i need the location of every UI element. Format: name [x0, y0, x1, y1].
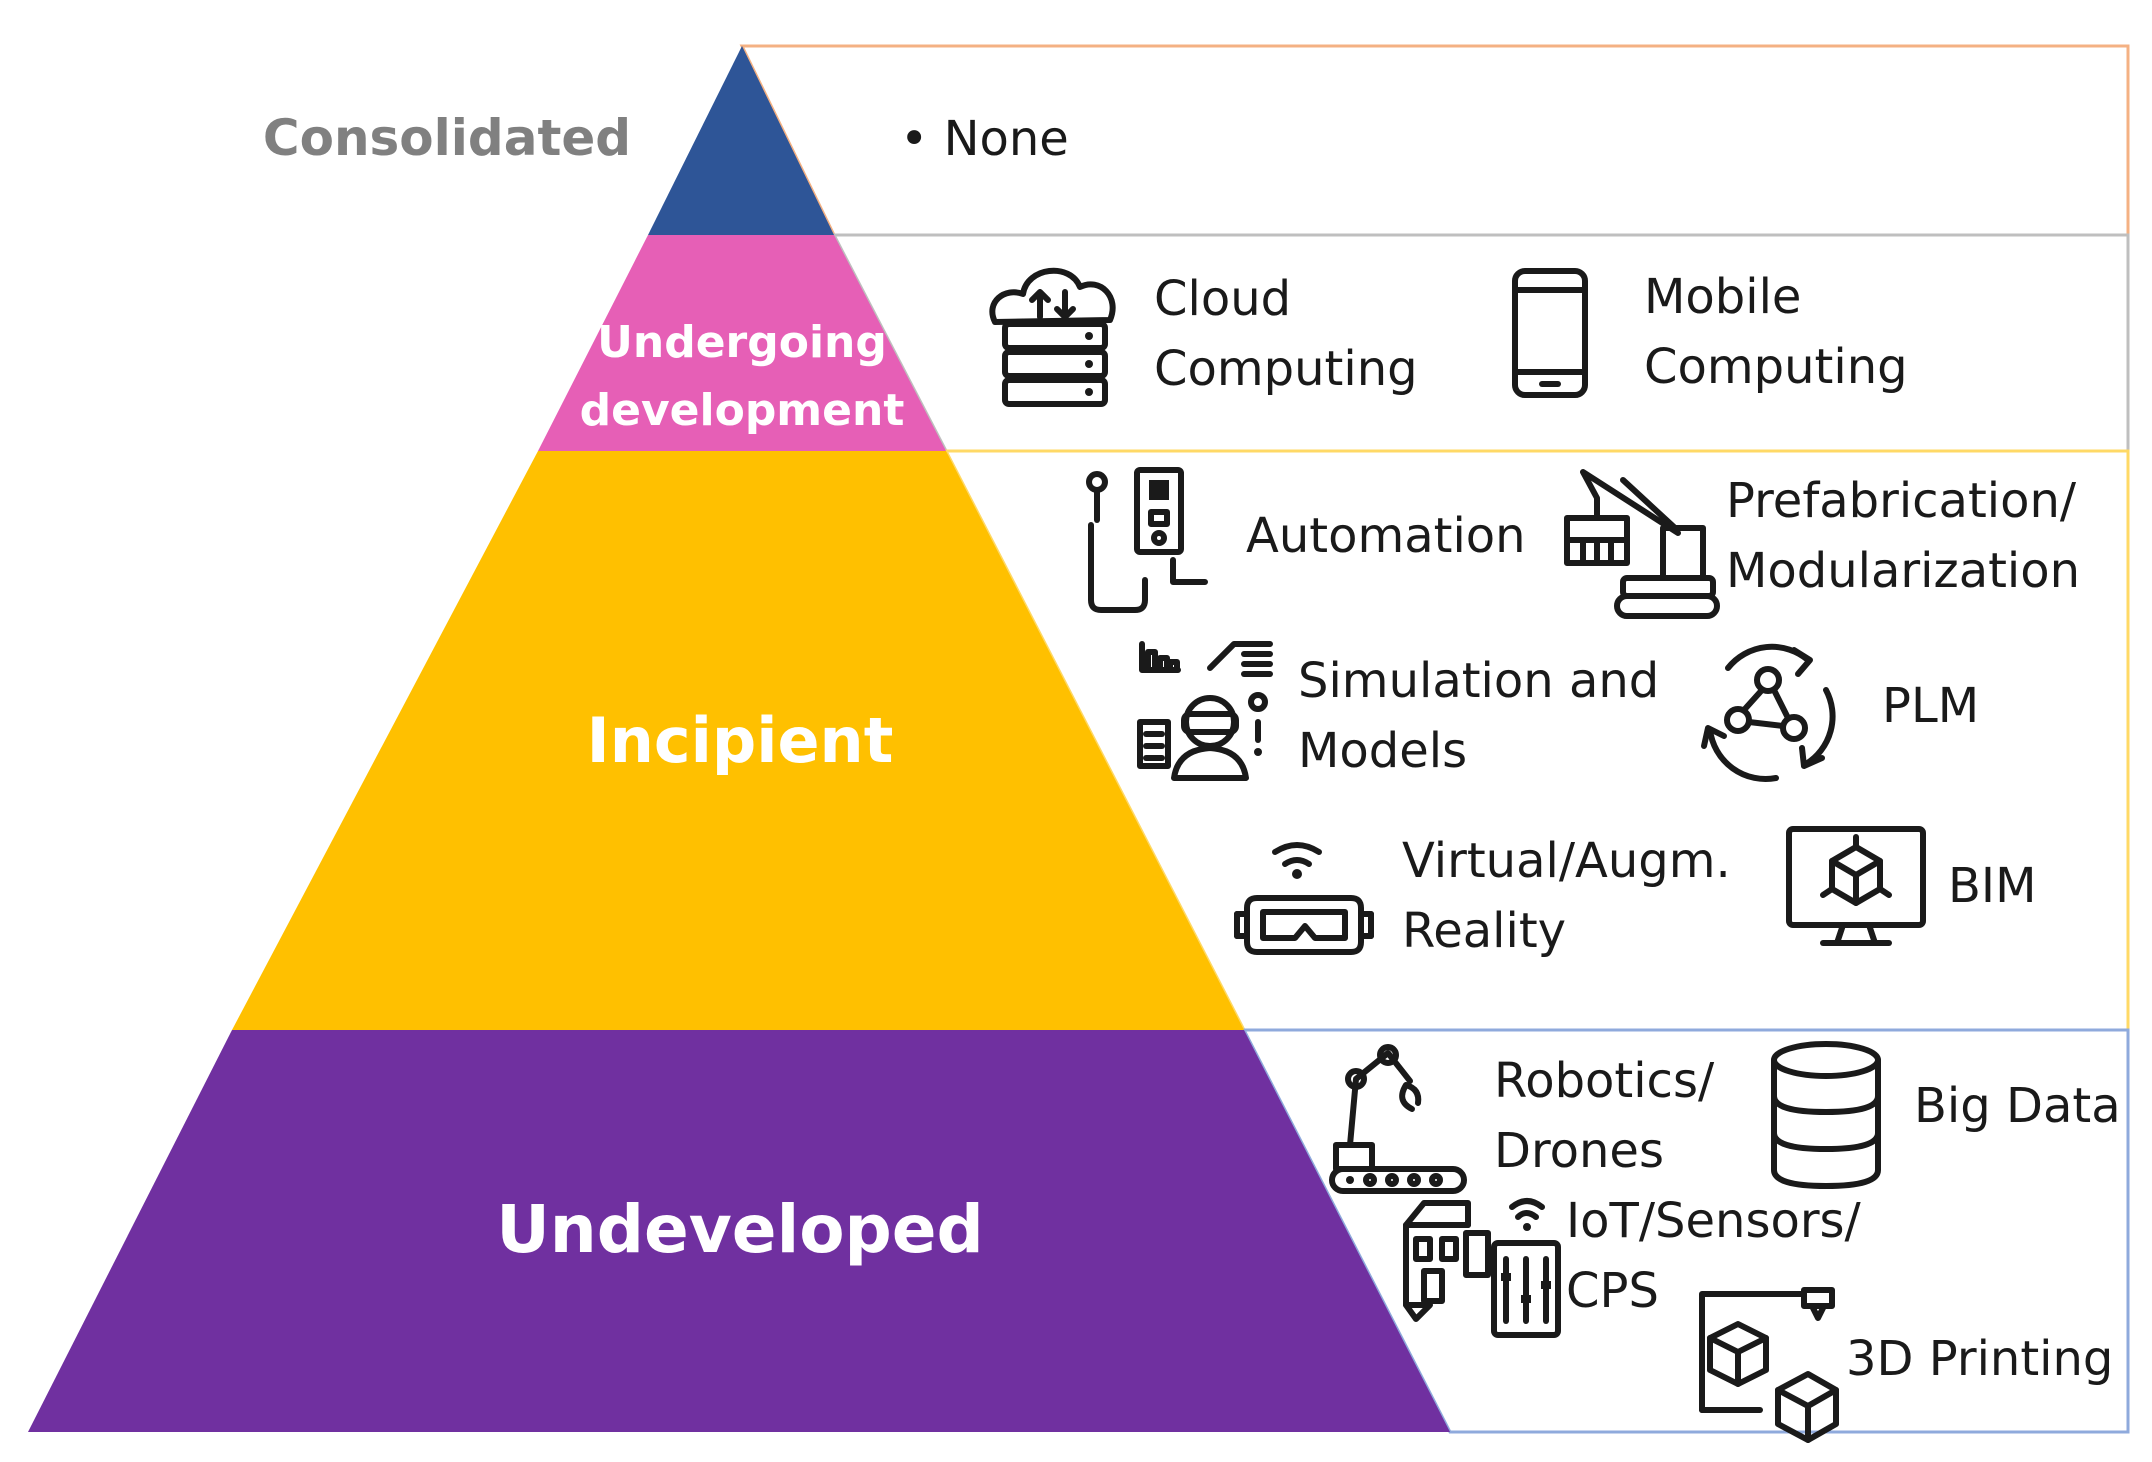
iot-building-sensor-icon [1403, 1198, 1561, 1338]
label-incipient: Incipient [587, 704, 894, 777]
item-mobile-line1: Mobile [1644, 269, 1801, 325]
smartphone-icon [1512, 268, 1588, 398]
pyramid-tier-undeveloped [28, 1030, 1450, 1432]
label-undergoing-line1: Undergoing [597, 317, 887, 368]
item-printing: 3D Printing [1846, 1331, 2113, 1387]
undergoing-box [831, 233, 2130, 453]
label-consolidated: Consolidated [263, 109, 631, 167]
item-iot-line1: IoT/Sensors/ [1566, 1193, 1862, 1249]
simulation-vr-user-icon [1137, 641, 1273, 781]
item-prefab-line2: Modularization [1726, 543, 2080, 599]
bim-monitor-cube-icon [1786, 826, 1926, 946]
item-bim: BIM [1948, 858, 2037, 914]
3d-printer-icon [1699, 1287, 1839, 1443]
plm-cycle-icon [1701, 643, 1836, 782]
item-bigdata: Big Data [1914, 1078, 2121, 1134]
item-cloud-line1: Cloud [1154, 271, 1291, 327]
item-robotics-line2: Drones [1494, 1123, 1664, 1179]
label-undeveloped: Undeveloped [496, 1191, 984, 1268]
item-sim-line1: Simulation and [1298, 653, 1659, 709]
item-cloud-line2: Computing [1154, 341, 1418, 397]
item-robotics-line1: Robotics/ [1494, 1053, 1715, 1109]
pyramid-tier-consolidated [648, 46, 834, 235]
robot-arm-icon [1329, 1044, 1467, 1194]
item-automation: Automation [1246, 508, 1526, 564]
automation-panel-icon [1086, 467, 1208, 613]
pyramid-tier-undergoing [538, 235, 946, 451]
item-prefab-line1: Prefabrication/ [1726, 473, 2077, 529]
item-plm: PLM [1882, 678, 1979, 734]
vr-headset-icon [1234, 842, 1374, 955]
item-none: • None [900, 111, 1069, 167]
item-mobile-line2: Computing [1644, 339, 1908, 395]
label-undergoing-line2: development [580, 385, 905, 436]
database-icon [1771, 1041, 1881, 1189]
cloud-server-icon [989, 267, 1116, 407]
item-iot-line2: CPS [1566, 1263, 1659, 1319]
item-vr-line1: Virtual/Augm. [1402, 833, 1731, 889]
pyramid-tier-incipient [232, 451, 1244, 1030]
crane-container-icon [1564, 469, 1720, 619]
undeveloped-box [1241, 1028, 2130, 1434]
item-sim-line2: Models [1298, 723, 1467, 779]
item-vr-line2: Reality [1402, 903, 1566, 959]
